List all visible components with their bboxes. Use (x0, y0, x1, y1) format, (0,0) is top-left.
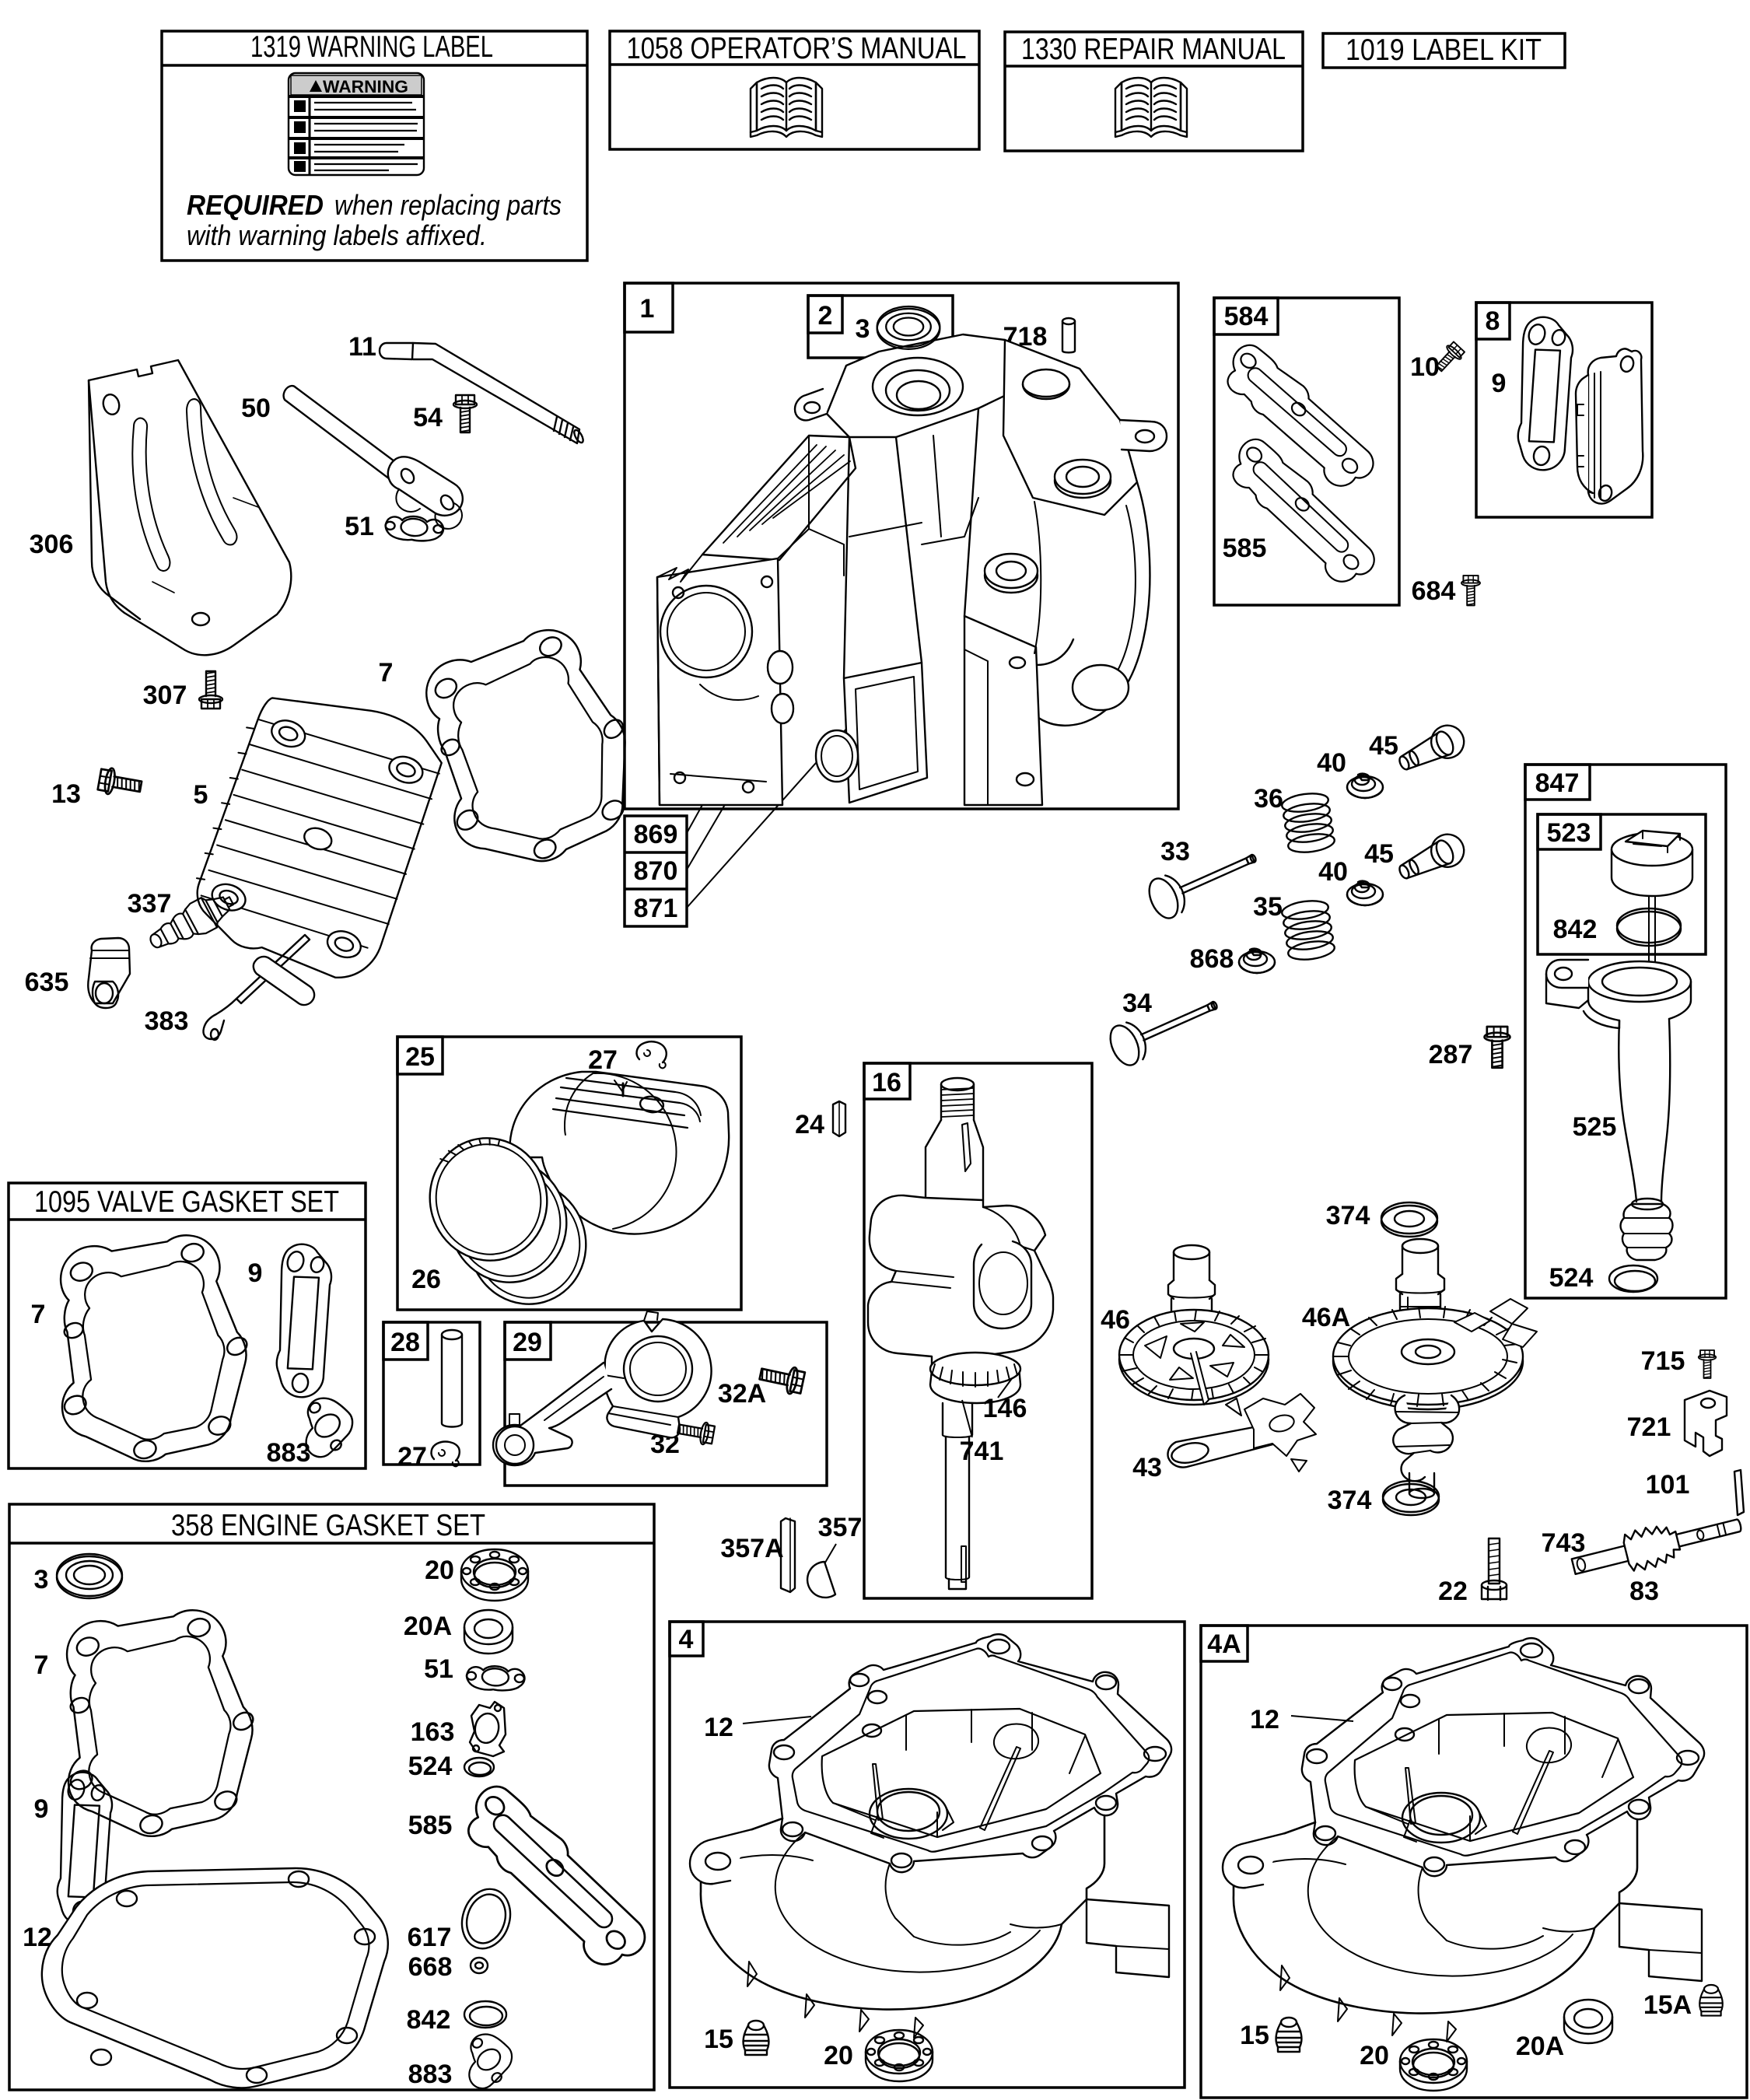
svg-text:585: 585 (1223, 534, 1267, 563)
svg-text:847: 847 (1535, 768, 1580, 798)
svg-text:163: 163 (411, 1717, 455, 1747)
svg-text:287: 287 (1429, 1040, 1473, 1069)
svg-text:15: 15 (704, 2025, 733, 2054)
svg-text:525: 525 (1573, 1112, 1617, 1142)
svg-text:617: 617 (408, 1923, 452, 1952)
svg-text:9: 9 (248, 1258, 263, 1288)
svg-text:12: 12 (23, 1923, 52, 1952)
svg-text:523: 523 (1547, 818, 1591, 848)
svg-text:15A: 15A (1643, 1990, 1692, 2020)
svg-text:4: 4 (679, 1625, 694, 1654)
svg-text:29: 29 (513, 1328, 542, 1357)
svg-text:7: 7 (379, 658, 394, 688)
svg-text:54: 54 (413, 403, 443, 432)
svg-text:9: 9 (34, 1794, 49, 1824)
svg-text:13: 13 (51, 779, 81, 809)
svg-text:9: 9 (1492, 369, 1507, 398)
svg-text:20A: 20A (1516, 2032, 1564, 2061)
svg-text:868: 868 (1190, 944, 1234, 974)
svg-text:with warning labels affixed.: with warning labels affixed. (187, 219, 487, 251)
svg-text:43: 43 (1132, 1453, 1162, 1482)
svg-text:REQUIRED: REQUIRED (187, 189, 324, 221)
svg-text:584: 584 (1224, 302, 1269, 331)
svg-text:1058 OPERATOR’S MANUAL: 1058 OPERATOR’S MANUAL (627, 32, 967, 65)
svg-text:45: 45 (1369, 731, 1398, 761)
svg-text:20: 20 (425, 1556, 454, 1585)
svg-text:28: 28 (390, 1328, 420, 1357)
svg-text:12: 12 (704, 1713, 733, 1742)
svg-text:8: 8 (1486, 306, 1500, 336)
svg-text:WARNING: WARNING (323, 77, 408, 96)
svg-text:25: 25 (405, 1042, 435, 1072)
svg-text:668: 668 (408, 1952, 453, 1982)
svg-text:842: 842 (407, 2005, 451, 2035)
svg-text:46A: 46A (1302, 1303, 1350, 1332)
svg-text:7: 7 (31, 1300, 46, 1329)
svg-text:26: 26 (411, 1265, 441, 1294)
svg-text:33: 33 (1160, 837, 1190, 866)
svg-text:337: 337 (128, 889, 172, 919)
svg-text:51: 51 (424, 1654, 453, 1684)
svg-text:20A: 20A (404, 1612, 452, 1641)
svg-text:5: 5 (194, 780, 208, 810)
svg-text:3: 3 (856, 314, 870, 344)
svg-text:585: 585 (408, 1811, 453, 1840)
svg-text:45: 45 (1364, 839, 1394, 869)
svg-text:101: 101 (1646, 1470, 1690, 1500)
svg-text:684: 684 (1412, 576, 1456, 606)
svg-text:40: 40 (1317, 748, 1346, 778)
svg-text:4A: 4A (1207, 1629, 1241, 1659)
svg-text:870: 870 (634, 856, 678, 886)
svg-text:24: 24 (795, 1110, 824, 1139)
svg-text:1330 REPAIR MANUAL: 1330 REPAIR MANUAL (1021, 33, 1286, 66)
svg-text:20: 20 (1360, 2041, 1389, 2070)
svg-text:871: 871 (634, 894, 678, 923)
svg-text:20: 20 (824, 2041, 853, 2070)
svg-text:11: 11 (348, 332, 376, 362)
svg-text:357A: 357A (720, 1534, 783, 1563)
svg-text:883: 883 (267, 1438, 311, 1468)
svg-text:635: 635 (25, 968, 69, 997)
svg-text:743: 743 (1542, 1528, 1586, 1558)
svg-text:51: 51 (345, 512, 374, 541)
svg-text:50: 50 (241, 394, 271, 423)
svg-text:306: 306 (30, 530, 74, 559)
svg-text:883: 883 (408, 2060, 453, 2089)
svg-text:27: 27 (397, 1442, 427, 1472)
svg-text:524: 524 (408, 1752, 453, 1781)
svg-text:374: 374 (1326, 1201, 1370, 1230)
svg-text:2: 2 (818, 301, 833, 331)
svg-text:12: 12 (1250, 1705, 1279, 1734)
svg-text:83: 83 (1629, 1577, 1659, 1606)
svg-text:40: 40 (1318, 857, 1348, 887)
svg-text:1: 1 (640, 294, 655, 324)
svg-text:46: 46 (1101, 1305, 1130, 1335)
svg-text:32A: 32A (718, 1379, 766, 1409)
svg-text:1095 VALVE GASKET SET: 1095 VALVE GASKET SET (34, 1185, 339, 1219)
svg-text:842: 842 (1553, 915, 1598, 944)
svg-text:524: 524 (1549, 1263, 1594, 1293)
svg-text:374: 374 (1328, 1486, 1372, 1515)
svg-text:721: 721 (1627, 1412, 1671, 1442)
svg-text:36: 36 (1254, 784, 1283, 814)
svg-text:358 ENGINE GASKET SET: 358 ENGINE GASKET SET (171, 1509, 485, 1542)
svg-text:3: 3 (34, 1565, 49, 1594)
svg-text:7: 7 (34, 1650, 49, 1680)
svg-text:10: 10 (1410, 352, 1440, 382)
svg-text:357: 357 (818, 1513, 863, 1542)
svg-text:35: 35 (1253, 892, 1283, 922)
svg-text:383: 383 (145, 1006, 189, 1036)
svg-text:27: 27 (588, 1045, 618, 1075)
svg-text:1319 WARNING LABEL: 1319 WARNING LABEL (250, 30, 493, 64)
svg-text:when replacing parts: when replacing parts (334, 189, 562, 221)
svg-text:15: 15 (1240, 2021, 1269, 2050)
svg-text:34: 34 (1122, 989, 1152, 1018)
svg-text:307: 307 (143, 681, 187, 710)
svg-text:741: 741 (960, 1437, 1004, 1466)
svg-text:16: 16 (872, 1068, 901, 1097)
svg-text:22: 22 (1438, 1577, 1468, 1606)
svg-text:715: 715 (1641, 1346, 1685, 1376)
svg-text:869: 869 (634, 820, 678, 849)
svg-text:1019 LABEL KIT: 1019 LABEL KIT (1346, 33, 1542, 67)
